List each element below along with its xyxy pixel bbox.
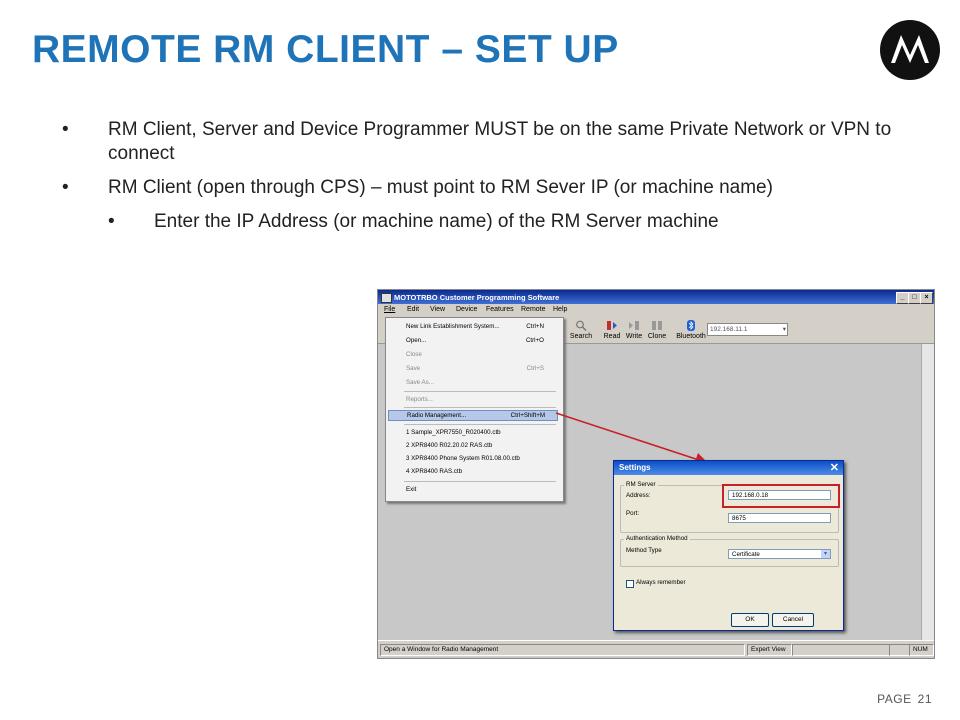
always-remember-label: Always remember — [636, 579, 686, 586]
bullet-dot: • — [108, 211, 115, 232]
radio-ip-select[interactable]: 192.168.11.1 ▾ — [707, 323, 788, 336]
auth-method-group — [620, 539, 839, 567]
menu-edit[interactable]: Edit — [407, 306, 420, 313]
page-number-value: 21 — [917, 692, 932, 706]
status-empty — [792, 644, 890, 656]
bullet-item: • RM Client, Server and Device Programme… — [62, 118, 912, 166]
sub-bullet-item: • Enter the IP Address (or machine name)… — [62, 210, 912, 234]
read-button[interactable]: Read — [599, 320, 625, 340]
bluetooth-button[interactable]: Bluetooth — [675, 320, 707, 340]
window-titlebar: MOTOTRBO Customer Programming Software _… — [378, 290, 934, 304]
write-button[interactable]: Write — [621, 320, 647, 340]
menu-item-recent-2[interactable]: 2 XPR8400 R02.20.02 RAS.ctb — [406, 442, 493, 449]
method-type-select[interactable]: Certificate ▾ — [728, 549, 831, 559]
address-label: Address: — [626, 492, 651, 499]
clone-icon — [652, 321, 662, 330]
auth-method-group-label: Authentication Method — [624, 535, 690, 542]
menu-item-reports[interactable]: Reports... — [406, 396, 433, 403]
menu-item-exit[interactable]: Exit — [406, 486, 417, 493]
address-highlight — [722, 484, 840, 508]
status-bar: Open a Window for Radio Management Exper… — [378, 640, 934, 657]
menu-item-open[interactable]: Open...Ctrl+O — [406, 337, 544, 344]
menu-device[interactable]: Device — [456, 306, 478, 313]
menu-help[interactable]: Help — [553, 306, 568, 313]
page-number: PAGE 21 — [871, 692, 932, 706]
minimize-button[interactable]: _ — [896, 292, 909, 304]
chevron-down-icon: ▾ — [821, 550, 830, 558]
menu-separator — [404, 424, 556, 425]
menu-item-new[interactable]: New Link Establishment System...Ctrl+N — [406, 323, 544, 330]
ok-button[interactable]: OK — [731, 613, 769, 627]
search-button[interactable]: Search — [568, 320, 594, 340]
search-icon — [576, 320, 587, 331]
callout-arrow — [555, 412, 709, 466]
port-input[interactable]: 8675 — [728, 513, 831, 523]
dialog-title: Settings — [619, 463, 651, 472]
bullet-item: • RM Client (open through CPS) – must po… — [62, 176, 912, 200]
close-button[interactable]: × — [920, 292, 933, 304]
read-icon — [607, 321, 617, 330]
bullet-dot: • — [62, 177, 69, 198]
menu-item-radio-management[interactable]: Radio Management...Ctrl+Shift+M — [388, 410, 558, 421]
menu-features[interactable]: Features — [486, 306, 514, 313]
chevron-down-icon: ▾ — [782, 326, 786, 333]
menu-separator — [404, 481, 556, 482]
status-num: NUM — [909, 644, 934, 656]
bullet-dot: • — [62, 119, 69, 140]
menu-file[interactable]: File — [384, 306, 396, 313]
status-empty-2 — [889, 644, 910, 656]
menu-item-close[interactable]: Close — [406, 351, 422, 358]
settings-dialog: Settings ✕ RM Server Address: 192.168.0.… — [613, 460, 844, 631]
port-label: Port: — [626, 510, 640, 517]
clone-button[interactable]: Clone — [644, 320, 670, 340]
write-icon — [629, 321, 639, 330]
write-label: Write — [625, 333, 643, 340]
search-label: Search — [569, 333, 593, 340]
address-input[interactable]: 192.168.0.18 — [728, 490, 831, 500]
sub-bullet-text: Enter the IP Address (or machine name) o… — [154, 211, 719, 232]
bullet-list: • RM Client, Server and Device Programme… — [62, 118, 912, 244]
motorola-logo-icon — [880, 20, 940, 80]
cancel-button[interactable]: Cancel — [772, 613, 814, 627]
always-remember-checkbox[interactable] — [626, 580, 634, 588]
file-menu: New Link Establishment System...Ctrl+N O… — [385, 317, 564, 502]
read-label: Read — [603, 333, 621, 340]
rm-server-group-label: RM Server — [624, 481, 658, 488]
page-label: PAGE — [877, 692, 912, 706]
close-icon[interactable]: ✕ — [829, 462, 839, 474]
radio-ip-value: 192.168.11.1 — [710, 326, 748, 333]
page-title: REMOTE RM CLIENT – SET UP — [32, 28, 619, 71]
cps-screenshot: MOTOTRBO Customer Programming Software _… — [377, 289, 935, 659]
bullet-text: RM Client, Server and Device Programmer … — [108, 119, 892, 164]
menu-view[interactable]: View — [430, 306, 446, 313]
menu-item-recent-4[interactable]: 4 XPR8400 RAS.ctb — [406, 468, 463, 475]
menu-separator — [404, 391, 556, 392]
bluetooth-label: Bluetooth — [676, 333, 706, 340]
clone-label: Clone — [647, 333, 667, 340]
menu-item-recent-1[interactable]: 1 Sample_XPR7550_R020400.ctb — [406, 429, 501, 436]
window-title: MOTOTRBO Customer Programming Software — [394, 293, 560, 302]
menu-item-save-as[interactable]: Save As... — [406, 379, 434, 386]
status-view: Expert View — [747, 644, 792, 656]
status-message: Open a Window for Radio Management — [380, 644, 745, 656]
bullet-text: RM Client (open through CPS) – must poin… — [108, 177, 773, 198]
bluetooth-icon — [687, 320, 695, 331]
menu-bar: File Edit View Device Features Remote He… — [378, 304, 934, 317]
vertical-scrollbar[interactable] — [921, 344, 934, 640]
method-type-label: Method Type — [626, 547, 662, 554]
menu-item-recent-3[interactable]: 3 XPR8400 Phone System R01.08.00.ctb — [406, 455, 520, 462]
dialog-titlebar: Settings ✕ — [614, 461, 843, 475]
method-type-value: Certificate — [732, 551, 760, 558]
app-icon — [381, 293, 392, 303]
menu-separator — [404, 407, 556, 408]
menu-remote[interactable]: Remote — [521, 306, 546, 313]
